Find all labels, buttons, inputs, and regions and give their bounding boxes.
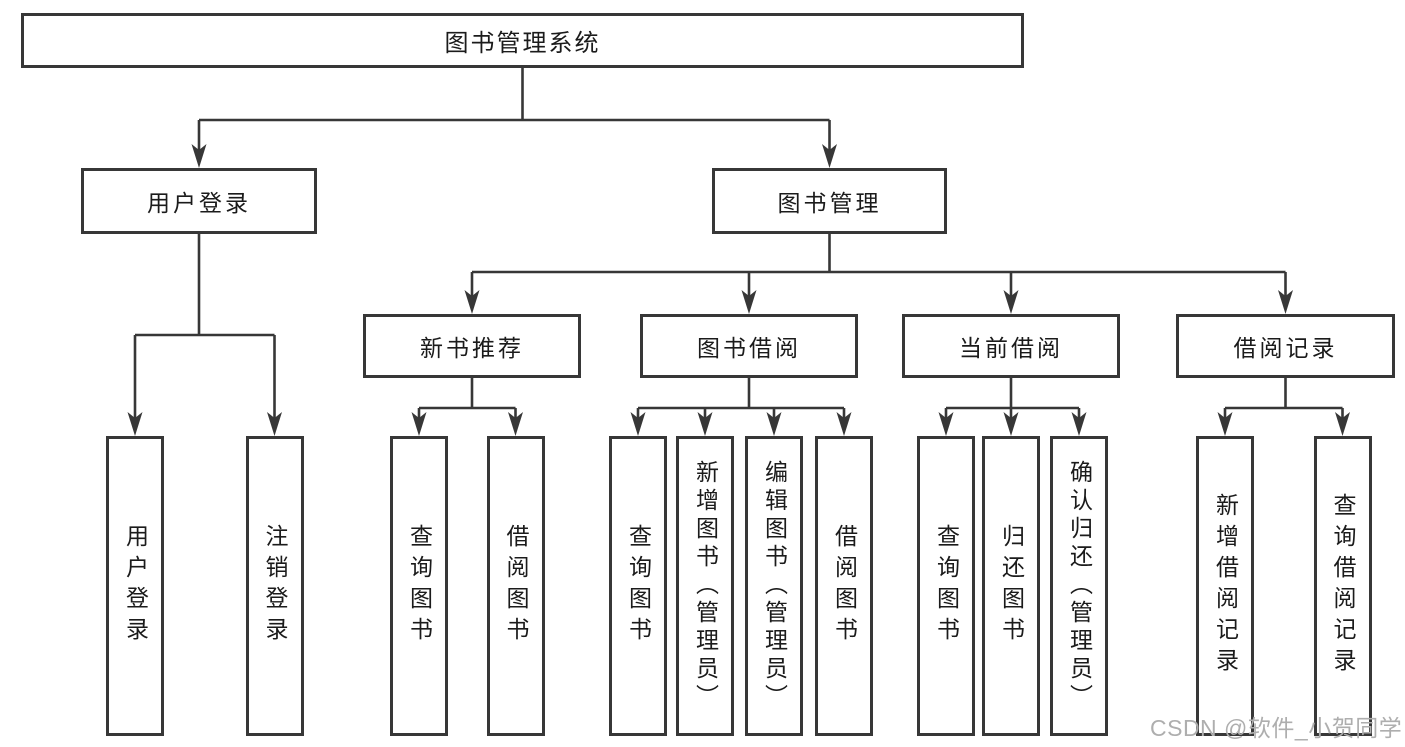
leaf-query-books-rec: 查询图书 [390,436,448,736]
connector-book-borrow-children [630,378,852,436]
node-root: 图书管理系统 [21,13,1024,68]
leaf-query-borrow-record: 查询借阅记录 [1313,436,1372,736]
node-user-login: 用户登录 [81,168,317,234]
leaf-edit-book-admin: 编辑图书（管理员） [745,436,803,736]
connector-book-mgmt-to-level3 [464,234,1293,314]
connector-new-book-rec-children [411,378,523,436]
leaf-logout: 注销登录 [245,436,304,736]
node-borrow-records: 借阅记录 [1176,314,1395,378]
node-current-borrow: 当前借阅 [902,314,1120,378]
leaf-user-login: 用户登录 [106,436,164,736]
node-new-book-rec: 新书推荐 [363,314,581,378]
leaf-query-books-current: 查询图书 [917,436,975,736]
connector-current-borrow-children [938,378,1087,436]
leaf-query-books-borrow: 查询图书 [609,436,667,736]
leaf-add-borrow-record: 新增借阅记录 [1196,436,1254,736]
leaf-confirm-return-admin: 确认归还（管理员） [1050,436,1108,736]
connector-user-login-children [127,234,282,436]
leaf-borrow-books-rec: 借阅图书 [486,436,545,736]
connector-root-to-level2 [191,68,837,168]
leaf-add-book-admin: 新增图书（管理员） [676,436,734,736]
leaf-borrow-books: 借阅图书 [815,436,873,736]
connector-borrow-records-children [1217,378,1350,436]
csdn-watermark: CSDN @软件_小贺同学 [1150,715,1403,741]
node-book-mgmt: 图书管理 [712,168,947,234]
leaf-return-book: 归还图书 [982,436,1040,736]
node-book-borrow: 图书借阅 [640,314,858,378]
